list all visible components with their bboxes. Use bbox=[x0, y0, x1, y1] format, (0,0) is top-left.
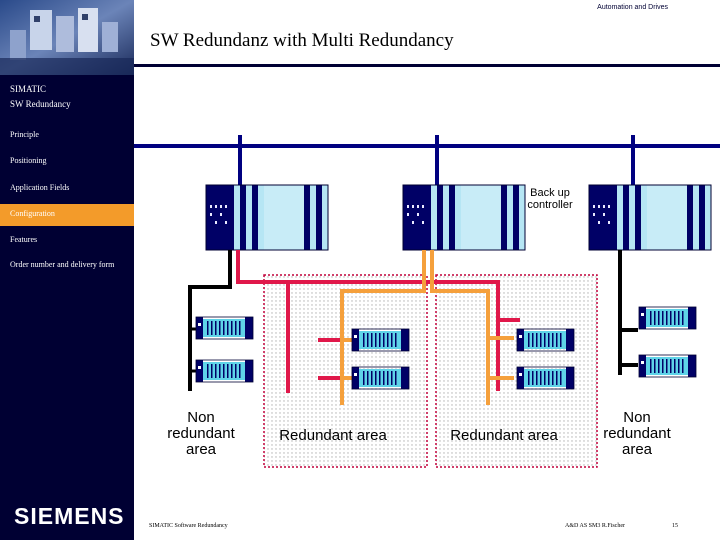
sidebar-item-configuration[interactable]: Configuration bbox=[10, 209, 55, 218]
page-title: SW Redundanz with Multi Redundancy bbox=[150, 30, 454, 51]
io-module-red1-2 bbox=[351, 366, 410, 390]
non-redundant-area-right-label: Non redundant area bbox=[603, 409, 671, 458]
company-tag: Automation and Drives bbox=[597, 4, 668, 11]
redundant-area-1-label: Redundant area bbox=[279, 427, 387, 444]
sidebar-item-features[interactable]: Features bbox=[10, 235, 38, 244]
sidebar-item-positioning[interactable]: Positioning bbox=[10, 156, 47, 165]
io-module-red1-1 bbox=[351, 328, 410, 352]
io-module-red2-2 bbox=[516, 366, 575, 390]
non-redundant-area-left-label: Non redundant area bbox=[167, 409, 235, 458]
sidebar-subsection-title: SW Redundancy bbox=[10, 99, 71, 109]
sidebar-item-order-number[interactable]: Order number and delivery form bbox=[10, 260, 115, 269]
controller-rack-2-backup bbox=[402, 184, 526, 251]
page-number: 15 bbox=[672, 523, 678, 529]
footer-left-text: SIMATIC Software Redundancy bbox=[149, 523, 228, 529]
header-product-photo bbox=[0, 0, 134, 75]
header-bar bbox=[134, 0, 720, 75]
controller-rack-1 bbox=[205, 184, 329, 251]
siemens-logo: SIEMENS bbox=[14, 503, 125, 529]
io-module-left-2 bbox=[195, 359, 254, 383]
sidebar-section-title: SIMATIC bbox=[10, 84, 47, 94]
redundancy-diagram bbox=[134, 135, 720, 468]
sidebar-active-highlight bbox=[0, 204, 134, 226]
backup-controller-label: Back up controller bbox=[527, 187, 573, 211]
sidebar bbox=[0, 0, 134, 540]
sidebar-item-principle[interactable]: Principle bbox=[10, 130, 39, 139]
footer-author: A&D AS SM3 R.Fischer bbox=[565, 523, 626, 529]
sidebar-item-application-fields[interactable]: Application Fields bbox=[10, 183, 70, 192]
controller-rack-3 bbox=[588, 184, 712, 251]
title-divider bbox=[134, 64, 720, 67]
network-bus bbox=[134, 144, 720, 148]
io-module-right-1 bbox=[638, 306, 697, 330]
io-module-red2-1 bbox=[516, 328, 575, 352]
redundant-area-2-label: Redundant area bbox=[450, 427, 558, 444]
io-module-right-2 bbox=[638, 354, 697, 378]
io-module-left-1 bbox=[195, 316, 254, 340]
